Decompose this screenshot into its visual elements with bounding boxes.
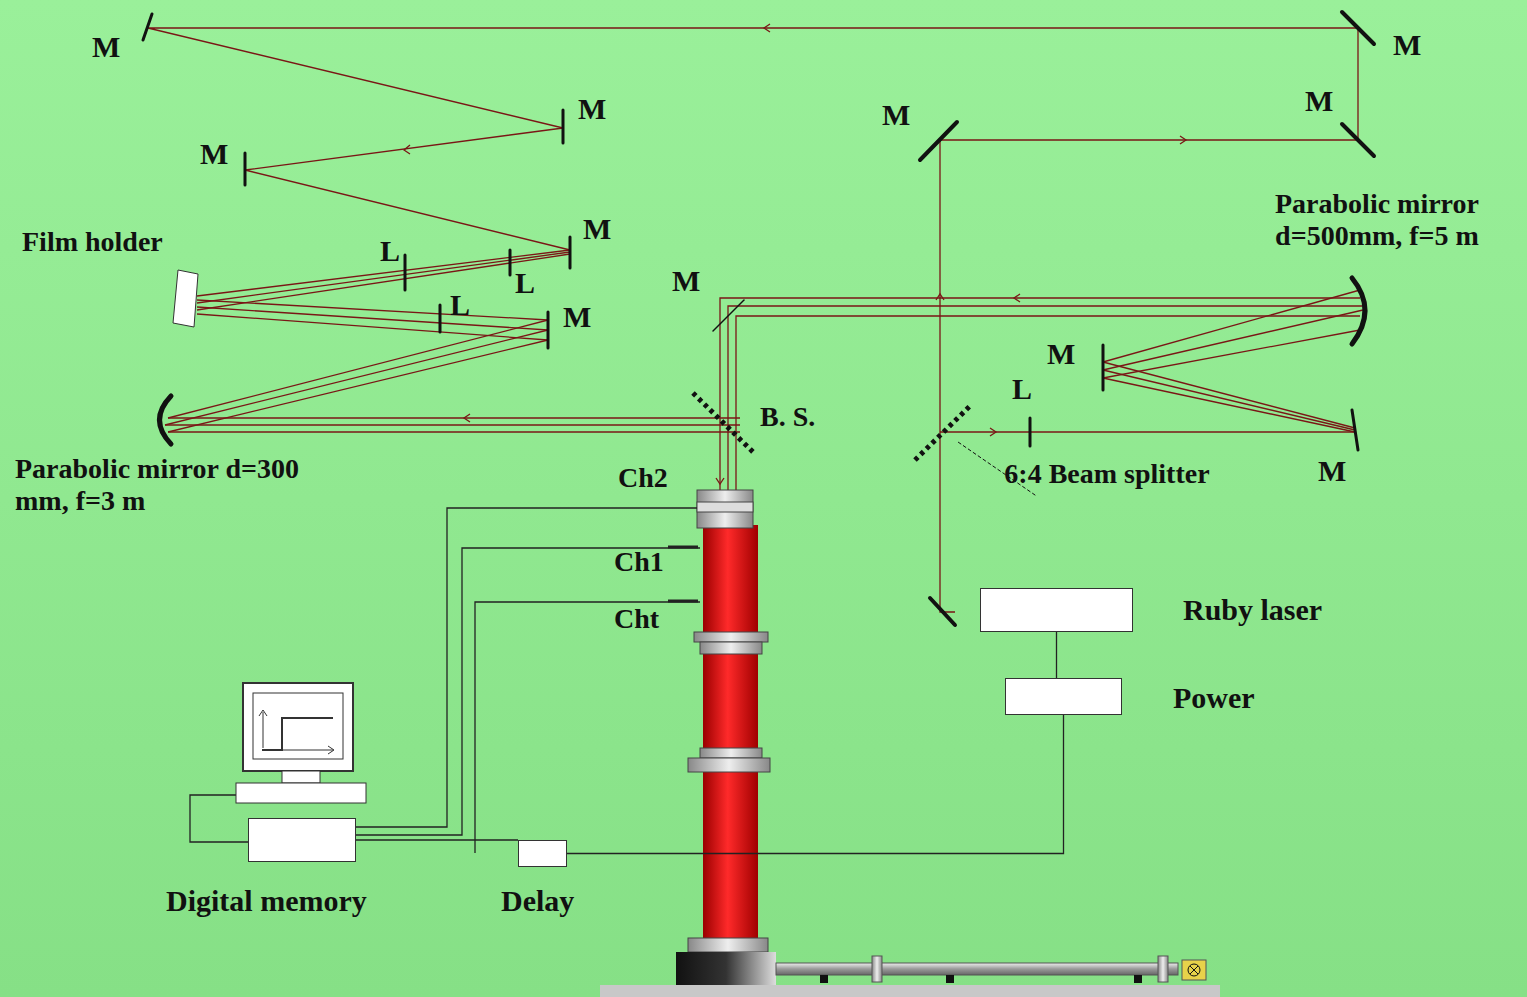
lens-label: L [380,234,400,269]
shock-tube [676,490,1206,985]
beams [148,24,1363,612]
mirror-label: M [92,30,120,65]
mirror-label: M [578,92,606,127]
lens-label: L [1012,372,1032,407]
parabolic-mirror-label: Parabolic mirror d=500mm, f=5 m [1232,188,1522,252]
mirror-label: M [1305,84,1333,119]
mirror-label: M [200,137,228,172]
mirror-label: M [1318,454,1346,489]
node-label: Digital memory [166,884,367,917]
mirror-label: M [672,264,700,299]
mirrors [143,12,1374,625]
signal-cable [518,715,1064,854]
channel-label: Ch2 [618,462,668,494]
film-holder-label: Film holder [22,226,163,258]
parabolic-mirror-label: Parabolic mirror d=300 mm, f=3 m [15,453,315,517]
lens-label: L [450,288,470,323]
power-box: Power [1005,678,1122,715]
mirror-label: M [563,300,591,335]
mirror-label: M [1393,28,1421,63]
node-label: Ruby laser [1183,593,1322,626]
mirror-label: M [882,98,910,133]
film-holder [173,270,198,327]
node-label: Delay [501,884,574,917]
lens-label: L [515,266,535,301]
channel-label: Ch1 [614,546,664,578]
laser-box: Ruby laser [980,588,1133,632]
signal-wires [190,508,700,853]
memory-box: Digital memory [248,818,356,862]
beam-splitter-label: 6:4 Beam splitter [996,458,1218,490]
cable-line [356,839,518,840]
cable-line [1056,632,1057,678]
channel-label: Cht [614,603,659,635]
cable-line [518,715,1064,854]
mirror-label: M [583,212,611,247]
mirror-label: M [1047,337,1075,372]
node-label: Power [1173,681,1255,714]
signal-cable [1056,632,1057,678]
signal-cable [356,840,518,841]
beam-splitter-label: B. S. [760,401,815,433]
floor [600,985,1220,997]
computer [236,683,366,803]
delay-box: Delay [518,840,567,867]
